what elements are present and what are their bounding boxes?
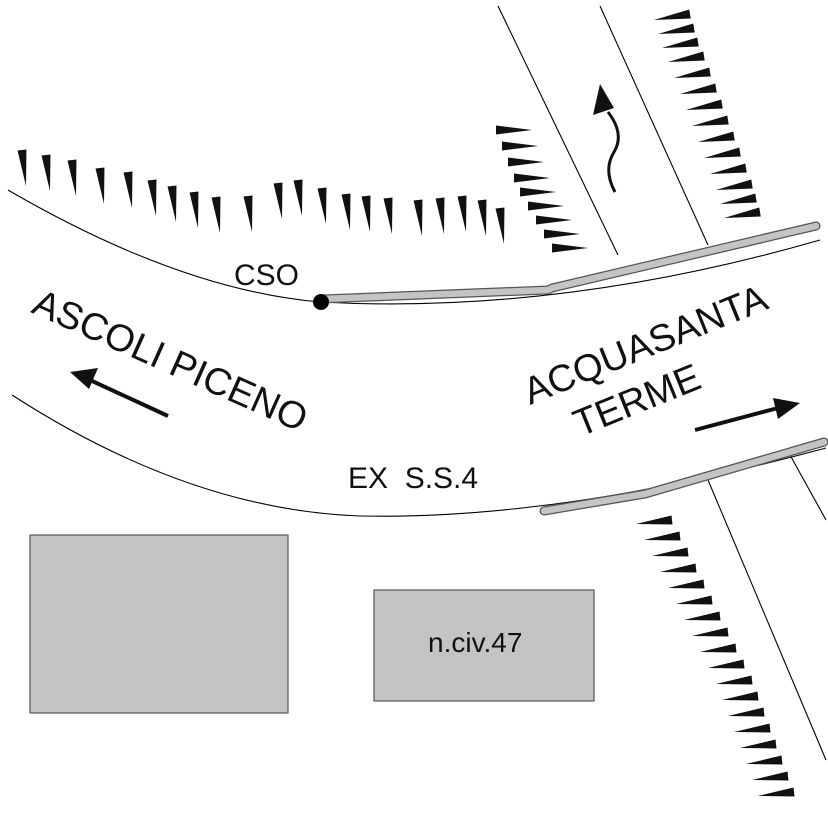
embankment-tick — [496, 125, 532, 135]
embankment-tick — [95, 167, 105, 204]
channel-line-north-left — [497, 5, 619, 256]
embankment-tick — [243, 195, 253, 232]
embankment-tick — [658, 23, 695, 34]
embankment-tick — [167, 185, 177, 222]
embankment-tick — [716, 179, 753, 190]
embankment-tick — [692, 627, 729, 637]
embankment-tick — [495, 207, 505, 244]
embankment-tick — [552, 243, 588, 253]
embankment-tick — [189, 191, 199, 228]
cso-point-icon — [313, 294, 329, 310]
building-civic-47 — [373, 589, 595, 702]
embankment-tick — [692, 115, 729, 126]
embankment-tick — [704, 147, 741, 158]
embankment-tick — [654, 9, 691, 20]
embankment-tick — [293, 179, 303, 216]
building-number-label: n.civ.47 — [428, 627, 522, 658]
embankment-tick — [211, 196, 221, 233]
embankment-ticks-south — [636, 515, 795, 797]
embankment-tick — [536, 215, 572, 225]
embankment-tick — [383, 197, 393, 234]
cso-label: CSO — [234, 259, 299, 292]
embankment-tick — [662, 37, 699, 48]
embankment-tick — [758, 787, 795, 797]
embankment-tick — [722, 691, 759, 701]
embankment-tick — [341, 193, 351, 230]
pipe-south — [539, 437, 828, 516]
embankment-ticks-road — [17, 149, 505, 244]
road-edge-north — [7, 189, 821, 305]
embankment-tick — [676, 595, 713, 605]
arrow-right-icon — [694, 398, 800, 432]
embankment-tick — [317, 187, 327, 224]
embankment-tick — [435, 197, 445, 234]
embankment-tick — [644, 531, 681, 541]
flow-arrow-icon — [593, 84, 620, 193]
embankment-tick — [457, 195, 467, 232]
embankment-tick — [752, 771, 789, 781]
embankment-tick — [502, 141, 538, 151]
embankment-tick — [700, 643, 737, 653]
embankment-tick — [708, 659, 745, 669]
embankment-tick — [698, 131, 735, 142]
embankment-tick — [728, 707, 765, 717]
channel-line-north-right — [599, 5, 709, 246]
embankment-tick — [668, 51, 705, 62]
channel-line-south-right — [789, 454, 827, 521]
embankment-ticks-north-left — [496, 125, 588, 253]
embankment-tick — [413, 199, 423, 236]
embankment-tick — [361, 195, 371, 232]
building-left — [29, 534, 289, 714]
embankment-tick — [710, 163, 747, 174]
road-name-label: EX S.S.4 — [348, 462, 478, 495]
embankment-tick — [668, 579, 705, 589]
channel-line-south-left — [707, 479, 827, 761]
embankment-tick — [147, 179, 157, 216]
embankment-tick — [652, 547, 689, 557]
embankment-tick — [636, 515, 673, 525]
embankment-tick — [17, 149, 27, 186]
embankment-tick — [720, 193, 757, 204]
pipe-north — [317, 221, 821, 304]
embankment-tick — [684, 611, 721, 621]
embankment-tick — [660, 563, 697, 573]
embankment-tick — [740, 739, 777, 749]
arrow-left-icon — [70, 368, 169, 418]
embankment-ticks-north-right — [654, 9, 761, 218]
embankment-tick — [67, 159, 77, 196]
embankment-tick — [746, 755, 783, 765]
ascoli-piceno-label: ASCOLI PICENO — [26, 282, 313, 441]
embankment-tick — [674, 67, 711, 78]
embankment-tick — [514, 173, 550, 183]
embankment-tick — [273, 182, 283, 219]
road-edge-south — [11, 394, 827, 517]
embankment-tick — [508, 157, 544, 167]
embankment-tick — [724, 207, 761, 218]
embankment-tick — [680, 83, 717, 94]
embankment-tick — [528, 201, 564, 211]
embankment-tick — [520, 187, 556, 197]
embankment-tick — [734, 723, 771, 733]
embankment-tick — [123, 171, 133, 208]
embankment-tick — [544, 229, 580, 239]
embankment-tick — [716, 675, 753, 685]
embankment-tick — [41, 154, 51, 191]
embankment-tick — [686, 99, 723, 110]
embankment-tick — [477, 199, 487, 236]
